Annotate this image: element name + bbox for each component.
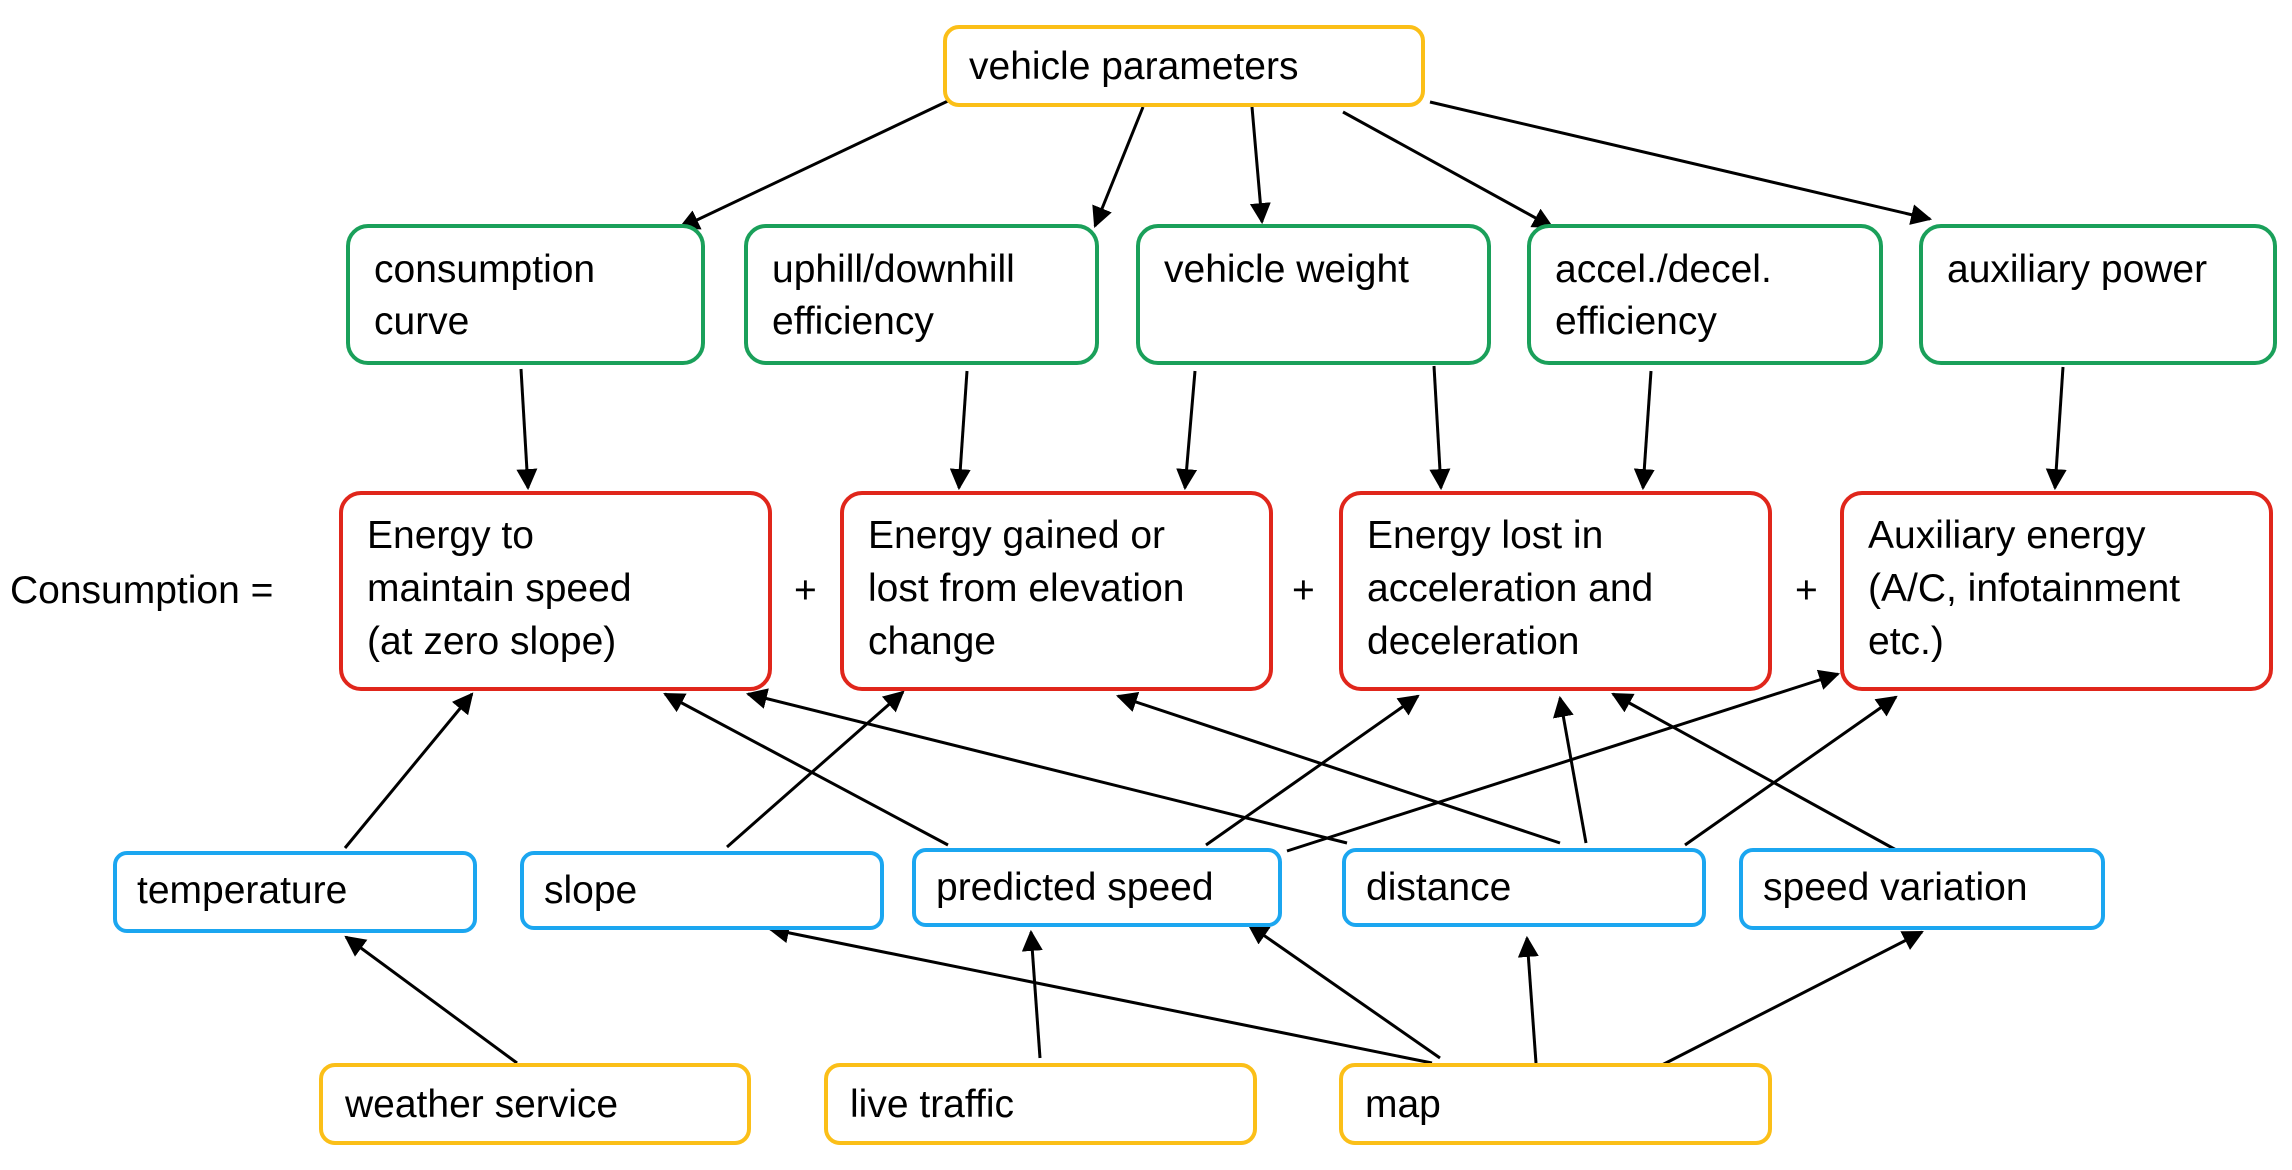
- node-text: vehicle weight: [1164, 248, 1409, 291]
- node-text: auxiliary power: [1947, 248, 2208, 291]
- node-text: (at zero slope): [367, 620, 617, 663]
- node-auxiliary-power: auxiliary power: [1919, 224, 2277, 365]
- node-consumption-curve: consumption curve: [346, 224, 705, 365]
- node-text: live traffic: [850, 1083, 1014, 1126]
- node-text: speed variation: [1763, 866, 2028, 909]
- node-energy-elevation: Energy gained or lost from elevation cha…: [840, 491, 1273, 691]
- node-vehicle-parameters: vehicle parameters: [943, 25, 1425, 107]
- node-distance: distance: [1342, 848, 1706, 927]
- plus-operator-3: +: [1795, 569, 1818, 612]
- node-slope: slope: [520, 851, 884, 930]
- edge-predicted-speed-to-auxiliary-energy: [1286, 669, 1840, 853]
- edge-distance-to-auxiliary-energy: [1684, 695, 1898, 847]
- node-text: (A/C, infotainment: [1868, 567, 2181, 610]
- node-text: efficiency: [772, 300, 934, 343]
- node-energy-maintain-speed: Energy to maintain speed (at zero slope): [339, 491, 772, 691]
- edge-distance-to-energy-maintain-speed: [745, 688, 1348, 845]
- node-temperature: temperature: [113, 851, 477, 933]
- node-text: curve: [374, 300, 470, 343]
- node-text: weather service: [345, 1083, 619, 1126]
- node-text: Energy gained or: [868, 514, 1166, 557]
- edge-auxiliary-power-to-auxiliary-energy: [2045, 366, 2067, 491]
- node-map: map: [1339, 1063, 1772, 1145]
- edge-vehicle-parameters-to-consumption-curve: [678, 98, 951, 230]
- node-weather-service: weather service: [319, 1063, 751, 1145]
- equation-label: Consumption =: [10, 569, 274, 612]
- node-text: etc.): [1868, 620, 1944, 663]
- node-text: distance: [1366, 866, 1512, 909]
- node-text: map: [1365, 1083, 1441, 1126]
- node-text: deceleration: [1367, 620, 1580, 663]
- edge-consumption-curve-to-energy-maintain-speed: [516, 368, 538, 491]
- node-vehicle-weight: vehicle weight: [1136, 224, 1491, 365]
- node-accel-decel-efficiency: accel./decel. efficiency: [1527, 224, 1883, 365]
- node-text: change: [868, 620, 996, 663]
- node-text: accel./decel.: [1555, 248, 1772, 291]
- edge-vehicle-parameters-to-accel-decel-efficiency: [1342, 110, 1554, 229]
- node-text: slope: [544, 869, 638, 912]
- edge-distance-to-energy-accel-decel: [1553, 695, 1588, 844]
- node-live-traffic: live traffic: [824, 1063, 1257, 1145]
- node-auxiliary-energy: Auxiliary energy (A/C, infotainment etc.…: [1840, 491, 2273, 691]
- edge-vehicle-parameters-to-uphill-downhill-efficiency: [1092, 106, 1145, 228]
- node-text: maintain speed: [367, 567, 632, 610]
- edge-predicted-speed-to-energy-maintain-speed: [663, 692, 949, 847]
- plus-operator-1: +: [794, 569, 817, 612]
- edge-weather-service-to-temperature: [344, 935, 518, 1065]
- edge-distance-to-energy-elevation: [1116, 692, 1561, 845]
- node-text: Energy to: [367, 514, 534, 557]
- node-text: efficiency: [1555, 300, 1717, 343]
- edge-map-to-predicted-speed: [1247, 923, 1441, 1060]
- node-text: acceleration and: [1367, 567, 1654, 610]
- node-text: Energy lost in: [1367, 514, 1604, 557]
- edge-predicted-speed-to-energy-accel-decel: [1205, 694, 1420, 847]
- edge-uphill-downhill-efficiency-to-energy-elevation: [949, 370, 971, 491]
- edge-vehicle-parameters-to-vehicle-weight: [1249, 106, 1271, 225]
- node-text: lost from elevation: [868, 567, 1185, 610]
- edge-map-to-slope: [767, 922, 1433, 1065]
- node-energy-accel-decel: Energy lost in acceleration and decelera…: [1339, 491, 1772, 691]
- node-text: vehicle parameters: [969, 45, 1299, 88]
- edge-slope-to-energy-elevation: [726, 690, 905, 849]
- node-text: Auxiliary energy: [1868, 514, 2146, 557]
- node-text: uphill/downhill: [772, 248, 1015, 291]
- edge-speed-variation-to-energy-accel-decel: [1611, 692, 1899, 853]
- edge-live-traffic-to-predicted-speed: [1021, 929, 1043, 1059]
- edge-map-to-distance: [1517, 935, 1539, 1064]
- node-text: temperature: [137, 869, 348, 912]
- plus-operator-2: +: [1292, 569, 1315, 612]
- node-predicted-speed: predicted speed: [912, 848, 1282, 927]
- node-speed-variation: speed variation: [1739, 848, 2105, 930]
- edge-temperature-to-energy-maintain-speed: [343, 692, 474, 849]
- node-text: consumption: [374, 248, 596, 291]
- edge-vehicle-parameters-to-auxiliary-power: [1429, 100, 1933, 225]
- edge-vehicle-weight-to-energy-elevation: [1176, 370, 1198, 491]
- edge-accel-decel-efficiency-to-energy-accel-decel: [1633, 370, 1655, 491]
- node-text: predicted speed: [936, 866, 1214, 909]
- edge-map-to-speed-variation: [1659, 930, 1924, 1068]
- node-uphill-downhill-efficiency: uphill/downhill efficiency: [744, 224, 1099, 365]
- edge-vehicle-weight-to-energy-accel-decel: [1429, 365, 1451, 491]
